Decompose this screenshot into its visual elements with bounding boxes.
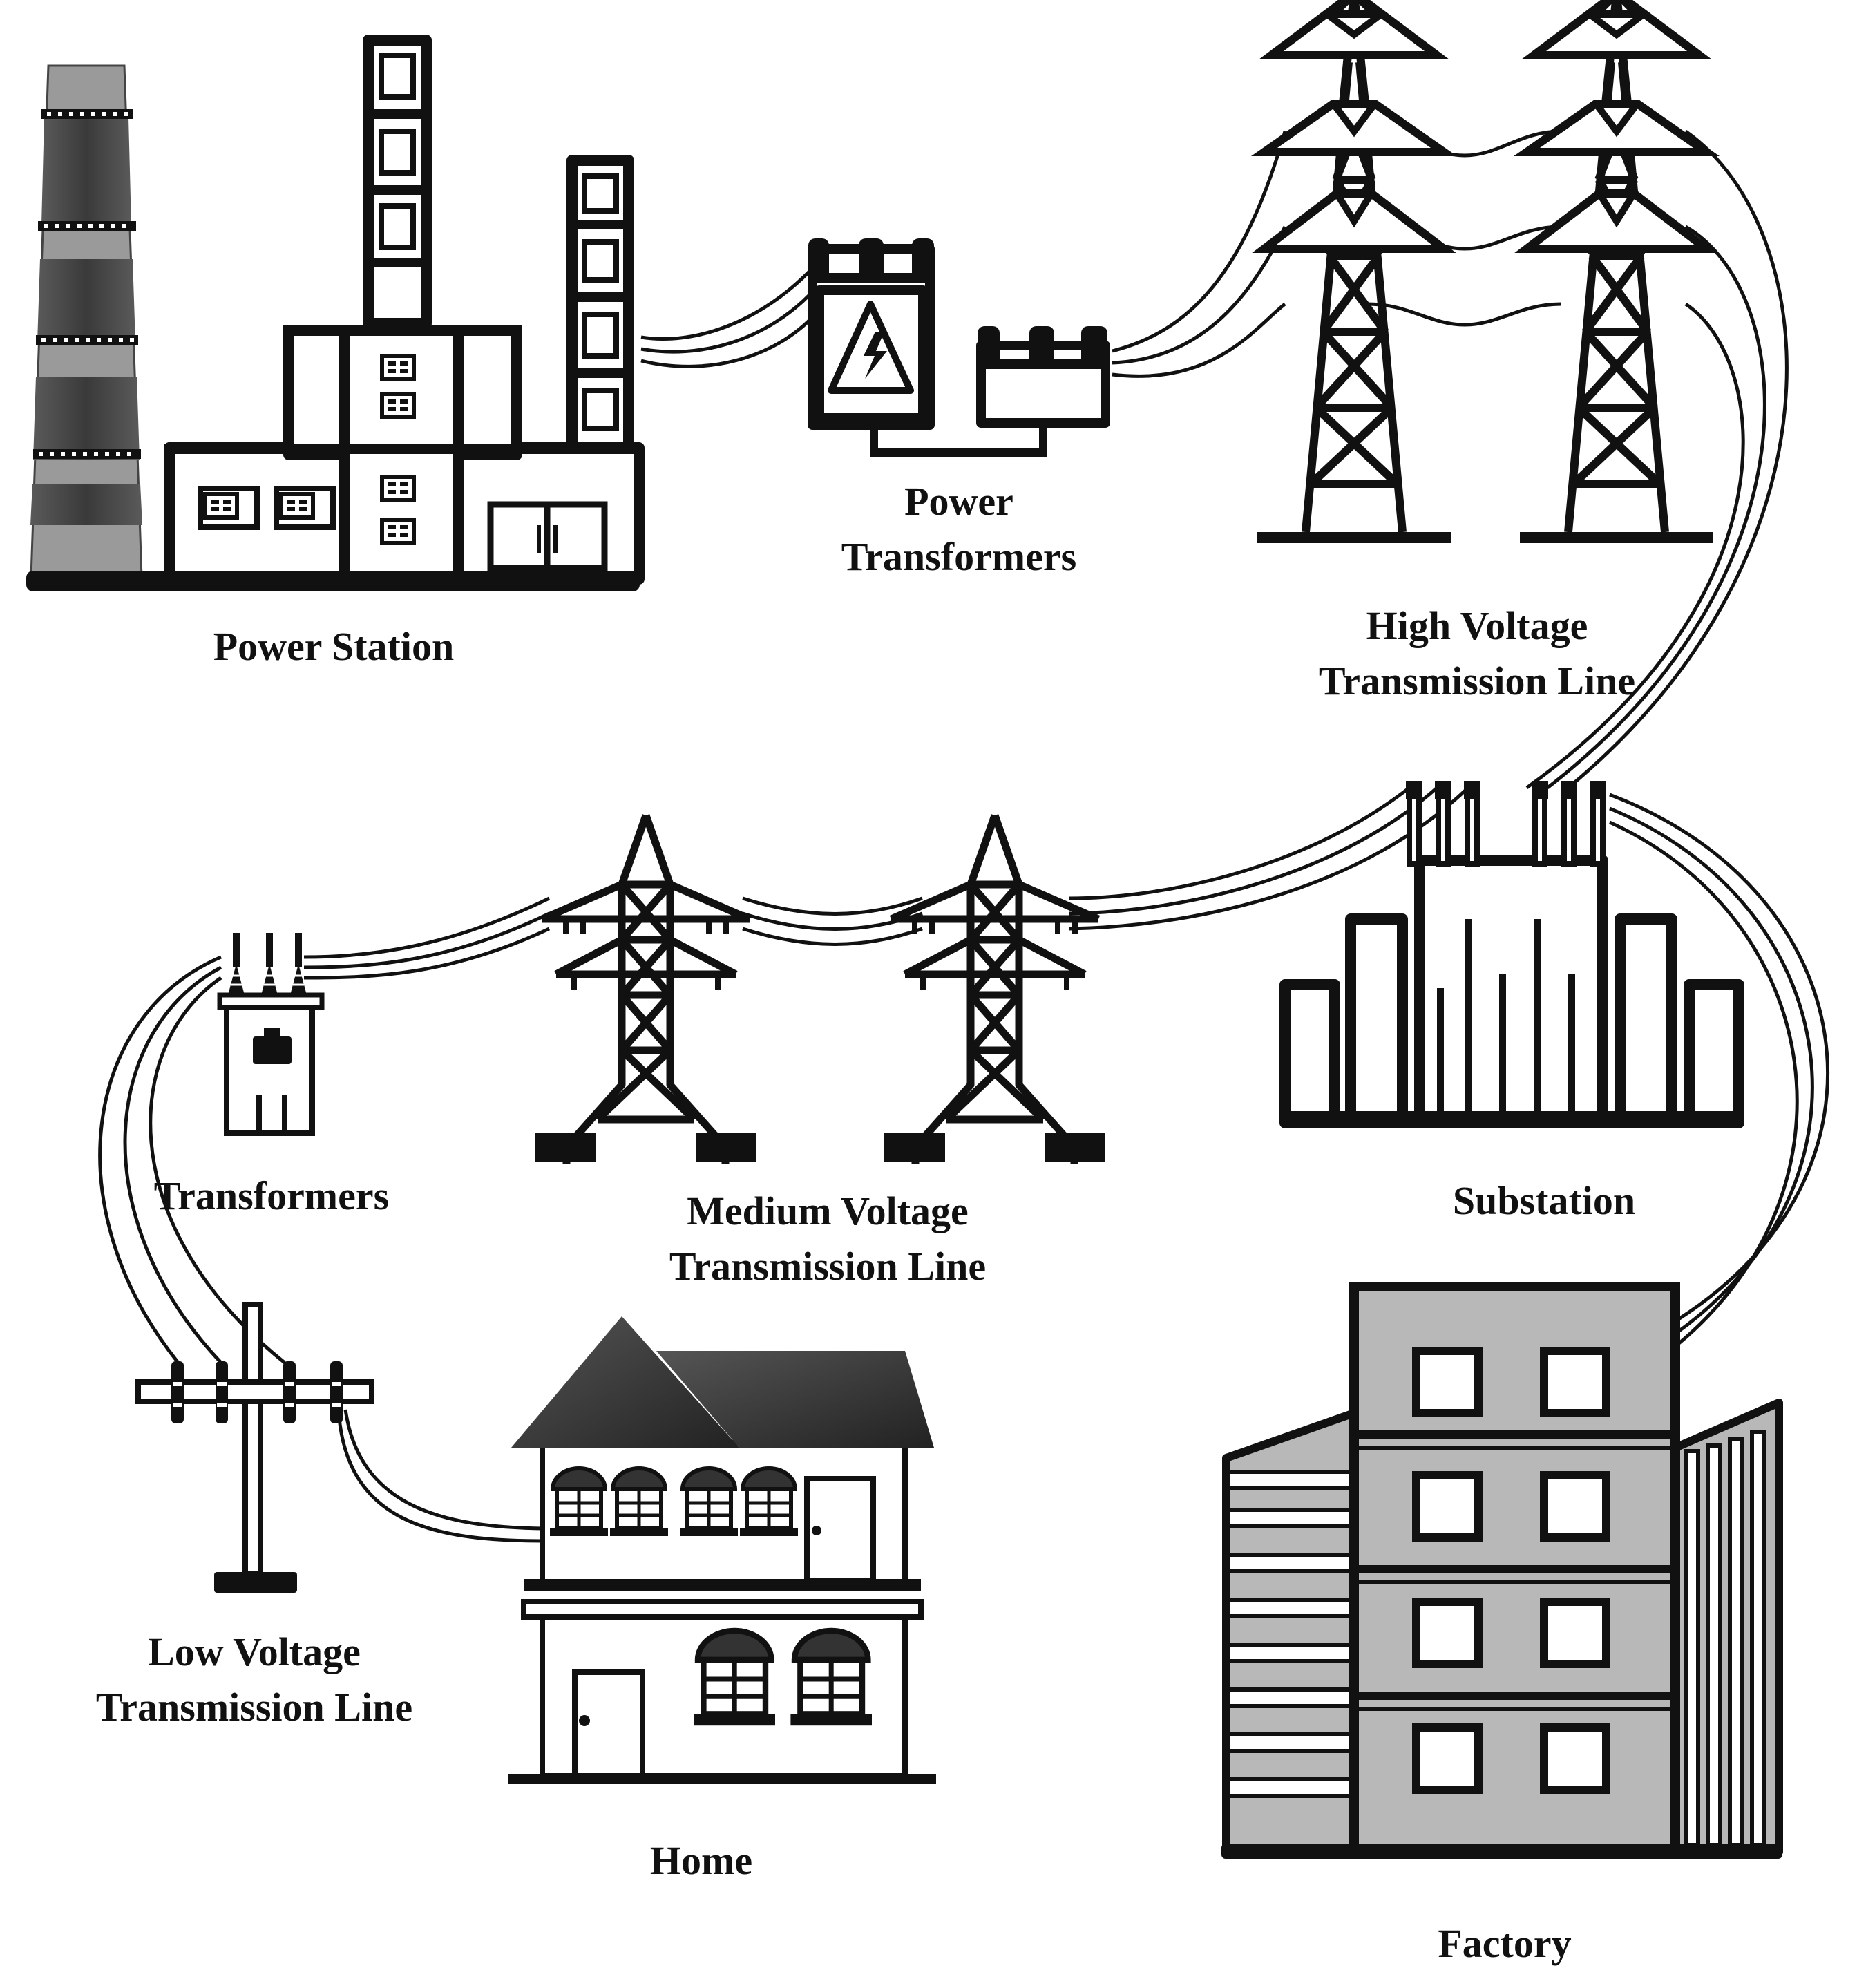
pole-transformer-icon [217, 933, 325, 1136]
label-home: Home [650, 1838, 752, 1883]
label-transformers: Transformers [154, 1173, 389, 1218]
transmission-tower-icon [535, 815, 1105, 1164]
utility-pole-icon [135, 1302, 374, 1593]
home [508, 1316, 936, 1784]
label-factory: Factory [1438, 1921, 1571, 1966]
low-voltage-line [135, 1302, 374, 1593]
medium-voltage-line [535, 815, 1105, 1164]
label-medium-voltage-line2: Transmission Line [669, 1244, 986, 1289]
label-low-voltage-line1: Low Voltage [148, 1629, 361, 1674]
label-high-voltage-line1: High Voltage [1366, 603, 1588, 648]
label-low-voltage-line2: Transmission Line [96, 1685, 412, 1730]
label-high-voltage-line2: Transmission Line [1319, 659, 1635, 703]
label-power-station: Power Station [213, 624, 455, 669]
house-icon [508, 1316, 936, 1784]
substation [1279, 781, 1744, 1128]
power-station [26, 35, 645, 591]
label-power-transformers-line2: Transformers [841, 534, 1076, 579]
label-medium-voltage-line1: Medium Voltage [687, 1189, 969, 1233]
power-lines [98, 129, 1829, 1543]
power-plant-icon [30, 64, 143, 578]
factory [1221, 1282, 1783, 1859]
power-transformers [808, 238, 1110, 457]
label-power-transformers-line1: Power [904, 479, 1013, 524]
substation-icon [1279, 781, 1744, 1128]
transformer-icon [808, 238, 1110, 457]
labels: Power Station Power Transformers High Vo… [96, 479, 1635, 1966]
transmission-tower-icon [1257, 0, 1713, 543]
factory-icon [1221, 1282, 1783, 1859]
high-voltage-line [1257, 0, 1713, 543]
label-substation: Substation [1453, 1178, 1635, 1223]
transformers [217, 933, 325, 1136]
